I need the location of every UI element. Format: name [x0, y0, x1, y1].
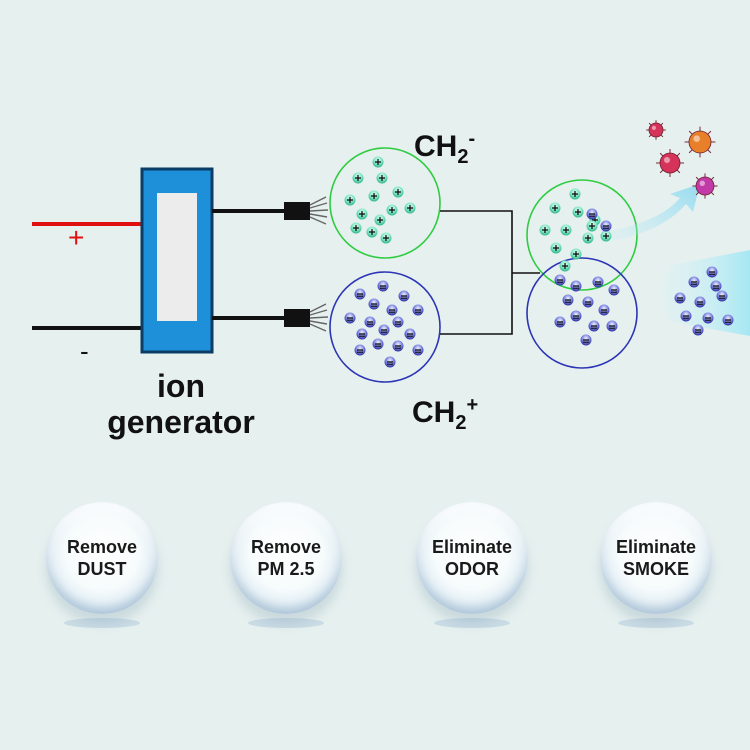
generator-label: ion generator	[107, 368, 255, 440]
negative-ion-icon	[344, 312, 356, 324]
bubble-line1: Eliminate	[431, 537, 513, 557]
ion-particles	[344, 156, 734, 368]
bacteria-icon	[692, 173, 718, 199]
negative-ion-icon	[368, 298, 380, 310]
bubble-line1: Remove	[66, 537, 138, 557]
negative-ion-icon	[688, 276, 700, 288]
negative-ion-icon	[412, 344, 424, 356]
negative-ion-icon	[722, 314, 734, 326]
plus-label: +	[68, 222, 85, 253]
negative-ion-icon	[600, 220, 612, 232]
negative-ion-icon	[354, 344, 366, 356]
negative-ion-icon	[680, 310, 692, 322]
negative-ion-icon	[378, 324, 390, 336]
negative-ion-icon	[384, 356, 396, 368]
positive-ion-icon	[344, 194, 356, 206]
positive-ion-icon	[586, 220, 598, 232]
ch2-positive-label: CH2+	[412, 394, 479, 434]
bacteria-icon	[684, 126, 716, 158]
negative-ion-icon	[392, 340, 404, 352]
positive-ion-icon	[572, 206, 584, 218]
negative-ion-icon	[608, 284, 620, 296]
bubble-line2: SMOKE	[622, 559, 689, 579]
positive-ion-icon	[386, 204, 398, 216]
bacteria-group	[646, 120, 718, 199]
positive-ion-icon	[560, 224, 572, 236]
positive-ion-icon	[356, 208, 368, 220]
negative-ion-icon	[364, 316, 376, 328]
bacteria-icon	[656, 149, 684, 177]
bubble-line1: Eliminate	[615, 537, 697, 557]
negative-ion-icon	[710, 280, 722, 292]
positive-ion-icon	[368, 190, 380, 202]
negative-ion-icon	[706, 266, 718, 278]
positive-ion-icon	[569, 188, 581, 200]
arrow-up-icon	[605, 184, 700, 242]
negative-ion-icon	[377, 280, 389, 292]
bubble-line2: DUST	[77, 559, 127, 579]
positive-ion-icon	[404, 202, 416, 214]
positive-ion-icon	[352, 172, 364, 184]
positive-ion-icon	[600, 230, 612, 242]
negative-ion-icon	[588, 320, 600, 332]
negative-ion-icon	[392, 316, 404, 328]
ch2-negative-label: CH2-	[414, 128, 476, 168]
minus-label: -	[80, 336, 89, 366]
negative-ion-icon	[554, 274, 566, 286]
positive-ion-icon	[570, 248, 582, 260]
positive-ion-icon	[372, 156, 384, 168]
positive-ion-icon	[559, 260, 571, 272]
positive-ion-icon	[350, 222, 362, 234]
negative-ion-icon	[598, 304, 610, 316]
positive-ion-circle	[329, 147, 441, 259]
negative-ion-icon	[398, 290, 410, 302]
negative-ion-icon	[606, 320, 618, 332]
positive-ion-icon	[539, 224, 551, 236]
negative-ion-icon	[570, 310, 582, 322]
negative-ion-icon	[580, 334, 592, 346]
negative-ion-icon	[702, 312, 714, 324]
merged-positive-circle	[526, 179, 638, 291]
positive-ion-icon	[380, 232, 392, 244]
bubble-line2: PM 2.5	[257, 559, 315, 579]
ion-cloud-icon	[660, 250, 750, 336]
negative-ion-icon	[692, 324, 704, 336]
plug-icon	[284, 303, 329, 332]
negative-ion-icon	[354, 288, 366, 300]
positive-ion-icon	[366, 226, 378, 238]
bubble-line1: Remove	[250, 537, 322, 557]
negative-ion-icon	[412, 304, 424, 316]
ion-generator-window	[157, 193, 197, 321]
positive-ion-icon	[549, 202, 561, 214]
negative-ion-icon	[554, 316, 566, 328]
negative-ion-icon	[356, 328, 368, 340]
positive-ion-icon	[374, 214, 386, 226]
connector-lines	[440, 210, 540, 335]
bubble-line2: ODOR	[445, 559, 499, 579]
positive-ion-icon	[392, 186, 404, 198]
negative-ion-icon	[592, 276, 604, 288]
negative-ion-icon	[582, 296, 594, 308]
negative-ion-icon	[674, 292, 686, 304]
negative-ion-icon	[570, 280, 582, 292]
plug-icon	[284, 196, 329, 225]
negative-ion-icon	[404, 328, 416, 340]
positive-ion-icon	[550, 242, 562, 254]
negative-ion-circle	[329, 271, 441, 383]
negative-ion-icon	[716, 290, 728, 302]
bacteria-icon	[646, 120, 666, 140]
negative-ion-icon	[386, 304, 398, 316]
negative-ion-icon	[562, 294, 574, 306]
negative-ion-icon	[586, 208, 598, 220]
merged-negative-circle	[526, 257, 638, 369]
positive-ion-icon	[582, 232, 594, 244]
negative-ion-icon	[694, 296, 706, 308]
negative-ion-icon	[372, 338, 384, 350]
positive-ion-icon	[376, 172, 388, 184]
